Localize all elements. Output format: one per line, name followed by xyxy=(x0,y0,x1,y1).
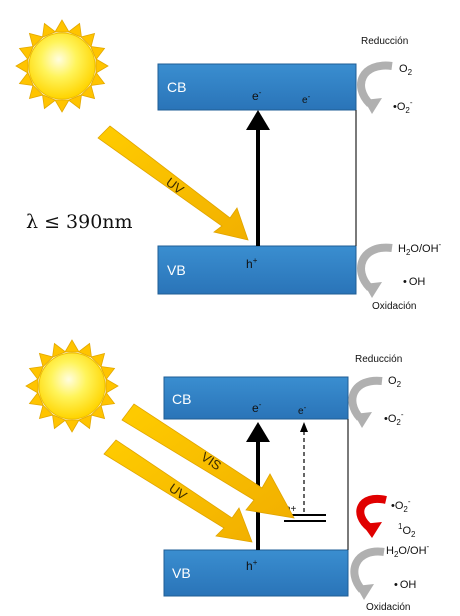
conduction-band xyxy=(163,376,349,420)
electron-label: e- xyxy=(252,88,262,103)
reduction-product: •O2- xyxy=(393,98,413,115)
vb-label: VB xyxy=(172,565,191,581)
oxidation-product: •OH xyxy=(394,579,416,591)
oxidation-reactant: H2O/OH- xyxy=(398,240,442,257)
cb-label: CB xyxy=(167,79,186,95)
excitation-arrow xyxy=(246,110,270,246)
reduction-product: •O2- xyxy=(384,410,404,427)
uv-light-arrow xyxy=(97,125,249,241)
cb-label: CB xyxy=(172,391,191,407)
oxidation-label: Oxidación xyxy=(372,301,416,312)
reduction-cycle-arrow xyxy=(348,376,383,428)
singlet-reactant: •O2- xyxy=(391,497,411,514)
midgap-dashed-arrow xyxy=(300,422,308,512)
oxidation-product: •OH xyxy=(403,276,425,288)
singlet-oxygen-red-arrow xyxy=(356,494,387,538)
reduction-label: Reducción xyxy=(355,354,402,365)
sun-icon xyxy=(25,339,119,433)
electron-label: e- xyxy=(252,400,262,415)
vis-light-arrow xyxy=(121,403,295,519)
vb-label: VB xyxy=(167,262,186,278)
uv-light-arrow xyxy=(103,439,253,543)
conduction-band xyxy=(157,63,357,111)
trap-hole-label: h+ xyxy=(285,504,297,515)
oxidation-cycle-arrow xyxy=(357,243,393,298)
reduction-reactant: O2 xyxy=(399,63,413,77)
electron-label-2: e- xyxy=(298,403,307,417)
reduction-cycle-arrow xyxy=(357,61,393,114)
panel-uv: CB VB e- e- h+ UV λ ≤ 390nm Reducción O2… xyxy=(15,19,442,312)
valence-band xyxy=(157,245,357,295)
singlet-product: 1O2 xyxy=(398,522,416,539)
wavelength-label: λ ≤ 390nm xyxy=(26,211,133,233)
hole-label: h+ xyxy=(246,558,258,573)
reduction-reactant: O2 xyxy=(388,375,402,389)
valence-band xyxy=(163,549,349,597)
oxidation-cycle-arrow xyxy=(350,547,385,600)
sun-icon xyxy=(15,19,109,113)
electron-label-2: e- xyxy=(302,92,311,106)
oxidation-label: Oxidación xyxy=(366,602,410,613)
hole-label: h+ xyxy=(246,256,258,271)
panel-vis: CB VB e- e- h+ h+ VIS UV xyxy=(25,339,430,613)
reduction-label: Reducción xyxy=(361,36,408,47)
oxidation-reactant: H2O/OH- xyxy=(386,542,430,559)
